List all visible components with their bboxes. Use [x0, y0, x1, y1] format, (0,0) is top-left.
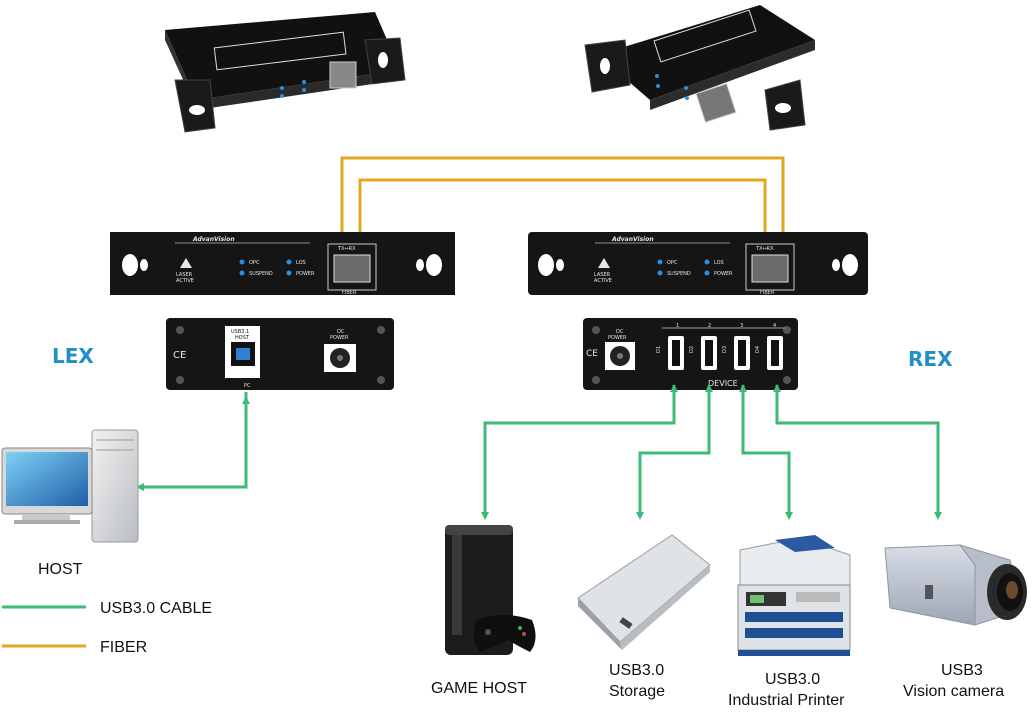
rex-label: REX	[908, 347, 953, 371]
game-host-label: GAME HOST	[431, 680, 527, 697]
port-code-4: D4	[755, 346, 761, 353]
lex-laser-label-1: LASER	[176, 272, 193, 278]
lex-suspend-led	[239, 270, 245, 276]
rex-opc-label: OPC	[667, 260, 678, 266]
host-label: HOST	[38, 561, 83, 578]
lex-txrx-label: TX↔RX	[337, 246, 356, 252]
port-code-3: D3	[722, 346, 728, 353]
port-number-4: 4	[773, 323, 776, 329]
rex-los-label: LOS	[714, 260, 724, 266]
fiber-connection	[340, 156, 788, 243]
rex-dc-label-2: POWER	[608, 335, 627, 341]
lex-suspend-label: SUSPEND	[249, 271, 273, 277]
port-number-2: 2	[708, 323, 711, 329]
storage-icon	[577, 534, 711, 650]
rex-fiber-label: FIBER	[760, 290, 775, 296]
usb-host-label-1: USB3.1	[231, 329, 249, 335]
usb-cable-connections	[136, 384, 942, 520]
vision-camera-icon	[884, 544, 1027, 626]
camera-label-2: Vision camera	[903, 683, 1004, 700]
host-computer-icon	[1, 429, 139, 543]
storage-label-2: Storage	[609, 683, 665, 700]
pc-port-label: PC	[244, 383, 251, 389]
lex-opc-led	[239, 259, 245, 265]
ce-mark-icon: CE	[173, 350, 186, 361]
rex-power-led	[704, 270, 710, 276]
port-code-1: D1	[656, 346, 662, 353]
lex-los-label: LOS	[296, 260, 306, 266]
rex-fiber-port	[751, 254, 789, 283]
camera-label-1: USB3	[941, 662, 983, 679]
printer-label-1: USB3.0	[765, 671, 820, 688]
lex-power-led	[286, 270, 292, 276]
legend-usb-label: USB3.0 CABLE	[100, 600, 212, 617]
game-host-icon	[445, 525, 536, 655]
lex-dc-label-1: DC	[337, 329, 345, 335]
lex-rear-panel: CE USB3.1 HOST PC DC POWER	[166, 318, 394, 390]
rex-power-label: POWER	[714, 271, 733, 277]
port-number-1: 1	[676, 323, 679, 329]
rex-laser-label-2: ACTIVE	[594, 278, 612, 284]
rex-device-3d-image	[584, 5, 815, 131]
device-label: DEVICE	[708, 379, 738, 388]
storage-label-1: USB3.0	[609, 662, 664, 679]
usb-host-label-2: HOST	[235, 335, 250, 341]
legend: USB3.0 CABLE FIBER	[2, 600, 212, 656]
lex-brand: AdvanVision	[192, 236, 235, 243]
lex-fiber-label: FIBER	[342, 290, 357, 296]
rex-opc-led	[657, 259, 663, 265]
lex-opc-label: OPC	[249, 260, 260, 266]
printer-label-2: Industrial Printer	[728, 692, 845, 709]
rex-dc-label-1: DC	[616, 329, 624, 335]
lex-front-panel: AdvanVision LASER ACTIVE OPC SUSPEND LOS…	[110, 232, 455, 296]
rex-txrx-label: TX↔RX	[755, 246, 774, 252]
industrial-printer-icon	[737, 535, 851, 656]
lex-los-led	[286, 259, 292, 265]
rex-ce-mark-icon: CE	[586, 349, 598, 359]
rex-los-led	[704, 259, 710, 265]
rex-brand: AdvanVision	[611, 236, 654, 243]
rex-laser-label-1: LASER	[594, 272, 611, 278]
lex-fiber-port	[333, 254, 371, 283]
lex-label: LEX	[52, 344, 94, 368]
legend-fiber-label: FIBER	[100, 639, 147, 656]
port-number-3: 3	[740, 323, 743, 329]
lex-laser-label-2: ACTIVE	[176, 278, 194, 284]
lex-power-label: POWER	[296, 271, 315, 277]
lex-device-3d-image	[165, 12, 406, 133]
rex-suspend-label: SUSPEND	[667, 271, 691, 277]
rex-front-panel: AdvanVision LASER ACTIVE OPC SUSPEND LOS…	[528, 232, 868, 296]
rex-suspend-led	[657, 270, 663, 276]
rex-rear-panel: CE DC POWER 1 2 3 4 D1 D2 D3 D4 DEVICE	[583, 318, 798, 390]
port-code-2: D2	[689, 346, 695, 353]
lex-dc-label-2: POWER	[330, 335, 349, 341]
